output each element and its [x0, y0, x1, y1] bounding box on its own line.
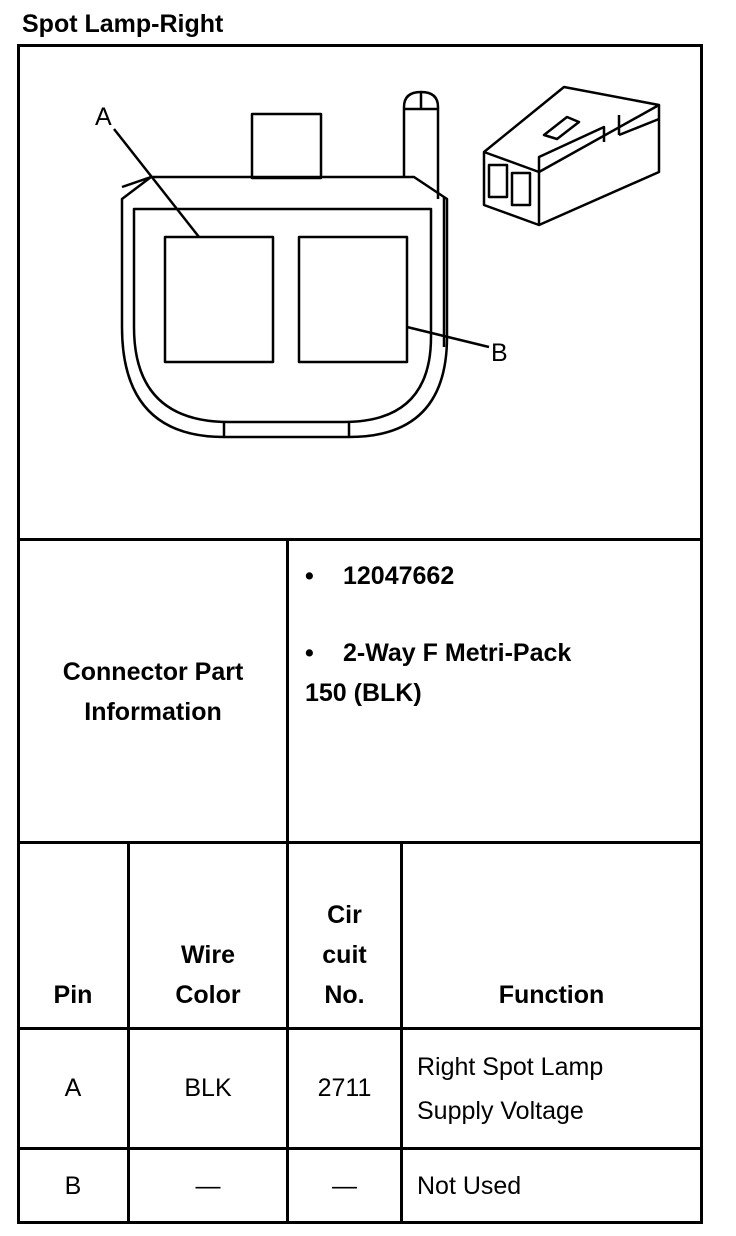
row-b-wire-color: —	[195, 1172, 221, 1200]
part-number: 12047662	[343, 562, 455, 590]
table-border-right	[700, 44, 703, 1224]
connector-housing-outer	[120, 175, 449, 439]
pin-cavity-a	[163, 235, 275, 364]
row-b-pin: B	[64, 1172, 82, 1200]
table-divider-info	[17, 841, 703, 844]
table-divider-pin-col	[127, 841, 130, 1224]
connector-info-label-line2: Information	[84, 698, 222, 726]
table-divider-diagram	[17, 538, 703, 541]
table-divider-row-a	[17, 1147, 703, 1150]
connector-info-label: Connector Part Information	[19, 652, 287, 732]
header-function: Function	[498, 981, 605, 1009]
leader-line-b	[406, 325, 490, 349]
table-border-top	[17, 44, 703, 47]
table-divider-header	[17, 1027, 703, 1030]
connector-diagram: A B	[95, 85, 661, 439]
row-b-circuit: —	[332, 1172, 357, 1200]
connector-description-line1: 2-Way F Metri-Pack	[343, 639, 572, 667]
row-a-function-line1: Right Spot Lamp	[417, 1053, 604, 1081]
label-a: A	[95, 103, 112, 131]
bullet-description: •	[305, 639, 314, 667]
row-a-wire-color: BLK	[184, 1074, 232, 1102]
connector-description-line2: 150 (BLK)	[305, 679, 422, 707]
row-a-circuit: 2711	[317, 1074, 372, 1102]
connector-housing-inner	[132, 207, 433, 424]
header-circuit-line3: No.	[324, 981, 365, 1009]
row-a-function-line2: Supply Voltage	[417, 1097, 584, 1125]
header-circuit-line2: cuit	[322, 941, 367, 969]
leader-line-a	[113, 128, 200, 238]
table-border-left	[17, 44, 20, 1224]
page-title: Spot Lamp-Right	[22, 10, 224, 38]
row-a-pin: A	[64, 1074, 82, 1102]
header-wire-color: Wire Color	[130, 935, 286, 1015]
table-divider-info-col	[286, 538, 289, 1224]
connector-info-label-line1: Connector Part	[62, 658, 244, 686]
header-pin: Pin	[53, 981, 93, 1009]
label-b: B	[491, 339, 508, 367]
connector-latch	[250, 112, 323, 180]
pin-cavity-b	[297, 235, 409, 364]
bullet-part-number: •	[305, 562, 314, 590]
header-wire-color-line2: Color	[175, 981, 241, 1009]
header-circuit: Cir cuit No.	[289, 895, 400, 1015]
connector-iso-view	[482, 85, 661, 227]
row-b-function-line1: Not Used	[417, 1172, 522, 1200]
table-divider-circuit-col	[400, 841, 403, 1224]
header-wire-color-line1: Wire	[181, 941, 235, 969]
table-border-bottom	[17, 1221, 703, 1224]
header-circuit-line1: Cir	[327, 901, 362, 929]
